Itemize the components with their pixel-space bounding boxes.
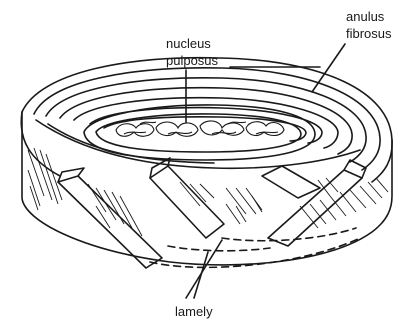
lamella-ring-1 [34, 68, 380, 170]
lamella-slab-left [58, 176, 162, 268]
anulus-fibrosus-label: anulus fibrosus [346, 8, 392, 42]
lamely-label: lamely [175, 303, 213, 320]
disc-side-left [22, 112, 392, 265]
anulus-label-line-2: fibrosus [346, 25, 392, 42]
lamella-slab-middle [150, 166, 224, 238]
lamella-cut-edge-2 [48, 124, 214, 163]
lamella-ring-6 [104, 117, 306, 141]
lamella-cut-edge [36, 120, 360, 168]
nucleus-pulposus-label: nucleus pulposus [166, 35, 218, 69]
disc-hidden-edge-3 [168, 246, 270, 251]
lamely-leader-right [194, 252, 208, 298]
nucleus-label-line-1: nucleus [166, 35, 218, 52]
lamella-slab-right [268, 170, 362, 246]
lamella-slab-right-2 [262, 166, 320, 198]
lamella-slab-left-top [58, 168, 84, 182]
disc-hidden-edge-2 [222, 228, 356, 241]
anulus-leader-line [312, 44, 345, 92]
anulus-label-line-1: anulus [346, 8, 392, 25]
nucleus-label-line-2: pulposus [166, 52, 218, 69]
nucleus-pulposus-texture [116, 121, 284, 136]
lamely-label-text: lamely [175, 303, 213, 320]
side-hatching [28, 148, 388, 236]
